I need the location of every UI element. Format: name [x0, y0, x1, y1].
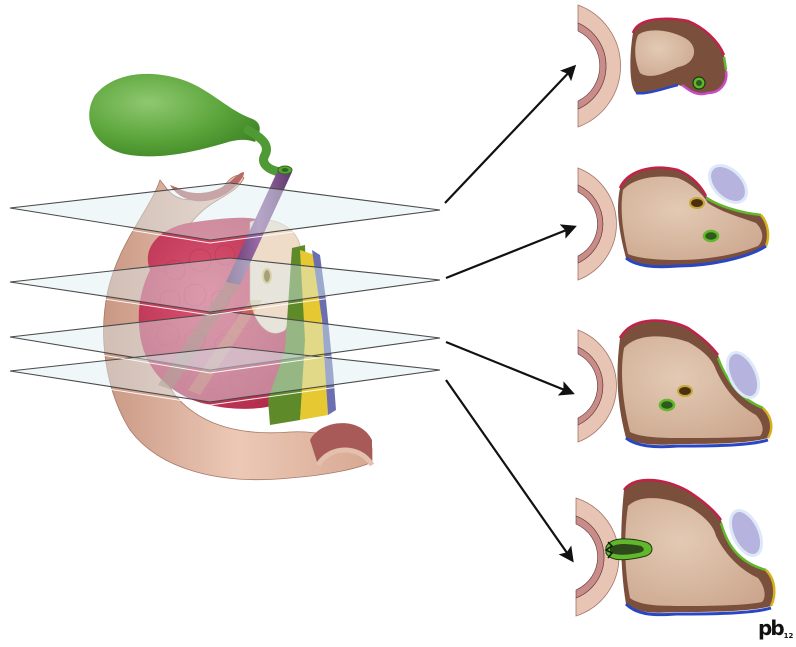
pancreatic-duct-opening: [262, 268, 272, 284]
duodenal-wall: [577, 329, 617, 443]
arrow-to-section-2: [445, 224, 577, 280]
vessel-ring: [658, 398, 676, 412]
left-panel-3d-view: [9, 73, 441, 481]
arrow-to-section-1: [444, 64, 577, 204]
cross-section-3: [577, 319, 773, 449]
signature-year: 12: [783, 632, 794, 640]
pancreas-parenchyma: [635, 30, 695, 76]
vessel-ring: [702, 229, 720, 243]
bile-duct: [677, 385, 693, 397]
bile-duct: [689, 197, 705, 209]
pancreas-parenchyma: [621, 176, 763, 260]
section-plane-2: [9, 257, 441, 313]
section-arrows: [444, 64, 577, 563]
duodenal-wall: [577, 167, 617, 281]
gallbladder: [89, 73, 260, 157]
section-plane-3: [9, 311, 441, 371]
pancreas-parenchyma: [622, 336, 763, 438]
pancreas-parenchyma: [625, 498, 765, 606]
cross-section-4: [575, 478, 776, 617]
cross-section-2: [577, 164, 770, 281]
section-plane-4: [9, 346, 441, 403]
duodenal-wall: [577, 4, 621, 128]
portal-vein: [708, 164, 748, 204]
cross-section-1: [577, 4, 728, 128]
portal-vein: [725, 351, 761, 399]
uncinate-process: [268, 245, 336, 425]
portal-vein: [728, 509, 764, 557]
arrow-to-section-3: [445, 340, 575, 396]
ampulla-papilla: [604, 538, 653, 561]
artist-signature: pb12: [758, 616, 793, 640]
section-planes: [9, 182, 441, 403]
arrow-to-section-4: [445, 379, 574, 563]
duodenal-wall: [575, 497, 620, 617]
section-plane-1: [9, 182, 441, 241]
cystic-duct: [243, 125, 285, 177]
signature-initials: pb: [758, 616, 785, 640]
